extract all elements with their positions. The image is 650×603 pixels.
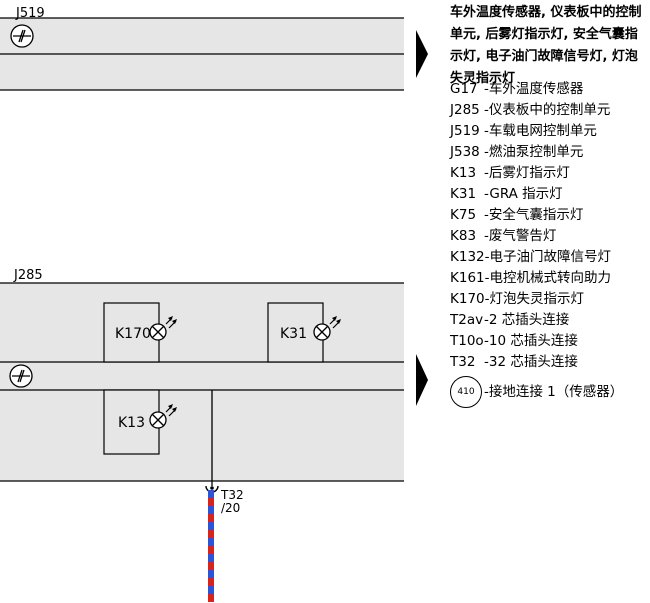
- k13-indicator: K13: [103, 389, 177, 455]
- lamp-icon: [313, 316, 341, 341]
- wire-segment: [208, 506, 214, 514]
- legend-item-desc: -32 芯插头连接: [484, 354, 578, 370]
- k31-indicator: K31: [267, 302, 341, 363]
- legend-item-desc: -后雾灯指示灯: [484, 165, 570, 181]
- continuation-arrow-top: [416, 30, 428, 78]
- wire-segment: [208, 578, 214, 586]
- legend-item-code: T2av: [450, 312, 484, 328]
- wire-segment: [208, 570, 214, 578]
- legend-item-desc: -接地连接 1（传感器）: [484, 384, 624, 400]
- legend-item-code: K83: [450, 228, 477, 244]
- legend-item-desc: -安全气囊指示灯: [484, 207, 584, 223]
- wire-segment: [208, 498, 214, 506]
- legend-item-desc: -车外温度传感器: [484, 81, 584, 97]
- legend-item: K170-灯泡失灵指示灯: [450, 289, 584, 309]
- legend-item-code: T10o: [450, 333, 484, 349]
- control-unit-icon: [9, 364, 33, 388]
- k31-label: K31: [280, 326, 307, 342]
- legend-item-code: T32: [450, 354, 476, 370]
- j519-block: J519: [0, 6, 404, 91]
- legend-item: K132-电子油门故障信号灯: [450, 247, 611, 267]
- k170-label: K170: [115, 326, 151, 342]
- legend-item-desc: -燃油泵控制单元: [484, 144, 584, 160]
- legend-item-code: K13: [450, 165, 477, 181]
- j519-label: J519: [15, 6, 45, 21]
- legend-item-desc: -灯泡失灵指示灯: [484, 291, 584, 307]
- legend-item-desc: -电子油门故障信号灯: [484, 249, 611, 265]
- legend-item: J538-燃油泵控制单元: [450, 142, 583, 162]
- wire-segment: [208, 546, 214, 554]
- legend-item-code: J519: [450, 123, 480, 139]
- wire-segment: [208, 490, 214, 498]
- legend-item: 410-接地连接 1（传感器）: [450, 376, 623, 408]
- t32-label: T32: [220, 488, 244, 502]
- legend-title: 车外温度传感器, 仪表板中的控制单元, 后雾灯指示灯, 安全气囊指示灯, 电子油…: [450, 5, 642, 86]
- legend-panel: 车外温度传感器, 仪表板中的控制单元, 后雾灯指示灯, 安全气囊指示灯, 电子油…: [450, 0, 641, 603]
- legend-item: G17 -车外温度传感器: [450, 79, 583, 99]
- wire-segment: [208, 586, 214, 594]
- t32-pin-label: /20: [221, 501, 240, 515]
- legend-item-desc: -仪表板中的控制单元: [484, 102, 611, 118]
- j285-label: J285: [13, 268, 43, 283]
- legend-item: J285-仪表板中的控制单元: [450, 100, 610, 120]
- legend-item-code: K170: [450, 291, 485, 307]
- legend-item-desc: -车载电网控制单元: [484, 123, 597, 139]
- wire-segment: [208, 538, 214, 546]
- continuation-arrow-bottom: [416, 354, 428, 406]
- legend-item-code: K132: [450, 249, 485, 265]
- legend-item-code: J285: [450, 102, 480, 118]
- legend-item: K13 -后雾灯指示灯: [450, 163, 570, 183]
- lamp-icon: [149, 316, 177, 341]
- legend-item-code: G17: [450, 81, 478, 97]
- wire-segment: [208, 514, 214, 522]
- wire-segment: [208, 530, 214, 538]
- k13-label: K13: [118, 415, 145, 431]
- wire-segment: [208, 554, 214, 562]
- legend-item-desc: -10 芯插头连接: [484, 333, 578, 349]
- legend-item: K83 -废气警告灯: [450, 226, 556, 246]
- control-unit-icon: [10, 24, 34, 48]
- wire-segment: [208, 594, 214, 602]
- wire-segment: [208, 562, 214, 570]
- legend-item-code: K161: [450, 270, 485, 286]
- legend-item-desc: -废气警告灯: [484, 228, 557, 244]
- legend-item-desc: -GRA 指示灯: [484, 186, 563, 202]
- legend-item: K161-电控机械式转向助力: [450, 268, 611, 288]
- legend-item: T10o-10 芯插头连接: [450, 331, 578, 351]
- legend-item-desc: -2 芯插头连接: [484, 312, 570, 328]
- j285-block: J285: [0, 268, 404, 482]
- legend-item: J519-车载电网控制单元: [450, 121, 597, 141]
- wire-segment: [208, 522, 214, 530]
- legend-item-code: K31: [450, 186, 477, 202]
- legend-item-code: K75: [450, 207, 477, 223]
- legend-item: K31 -GRA 指示灯: [450, 184, 563, 204]
- legend-item: T2av-2 芯插头连接: [450, 310, 569, 330]
- wiring-diagram: J519 J285 K170: [0, 6, 428, 602]
- ground-point-icon: 410: [450, 376, 482, 408]
- legend-item-desc: -电控机械式转向助力: [484, 270, 611, 286]
- legend-item: T32 -32 芯插头连接: [450, 352, 578, 372]
- legend-item-code: J538: [450, 144, 480, 160]
- k170-indicator: K170: [103, 302, 177, 363]
- legend-item: K75 -安全气囊指示灯: [450, 205, 583, 225]
- lamp-icon: [149, 404, 177, 429]
- wire: [208, 490, 214, 602]
